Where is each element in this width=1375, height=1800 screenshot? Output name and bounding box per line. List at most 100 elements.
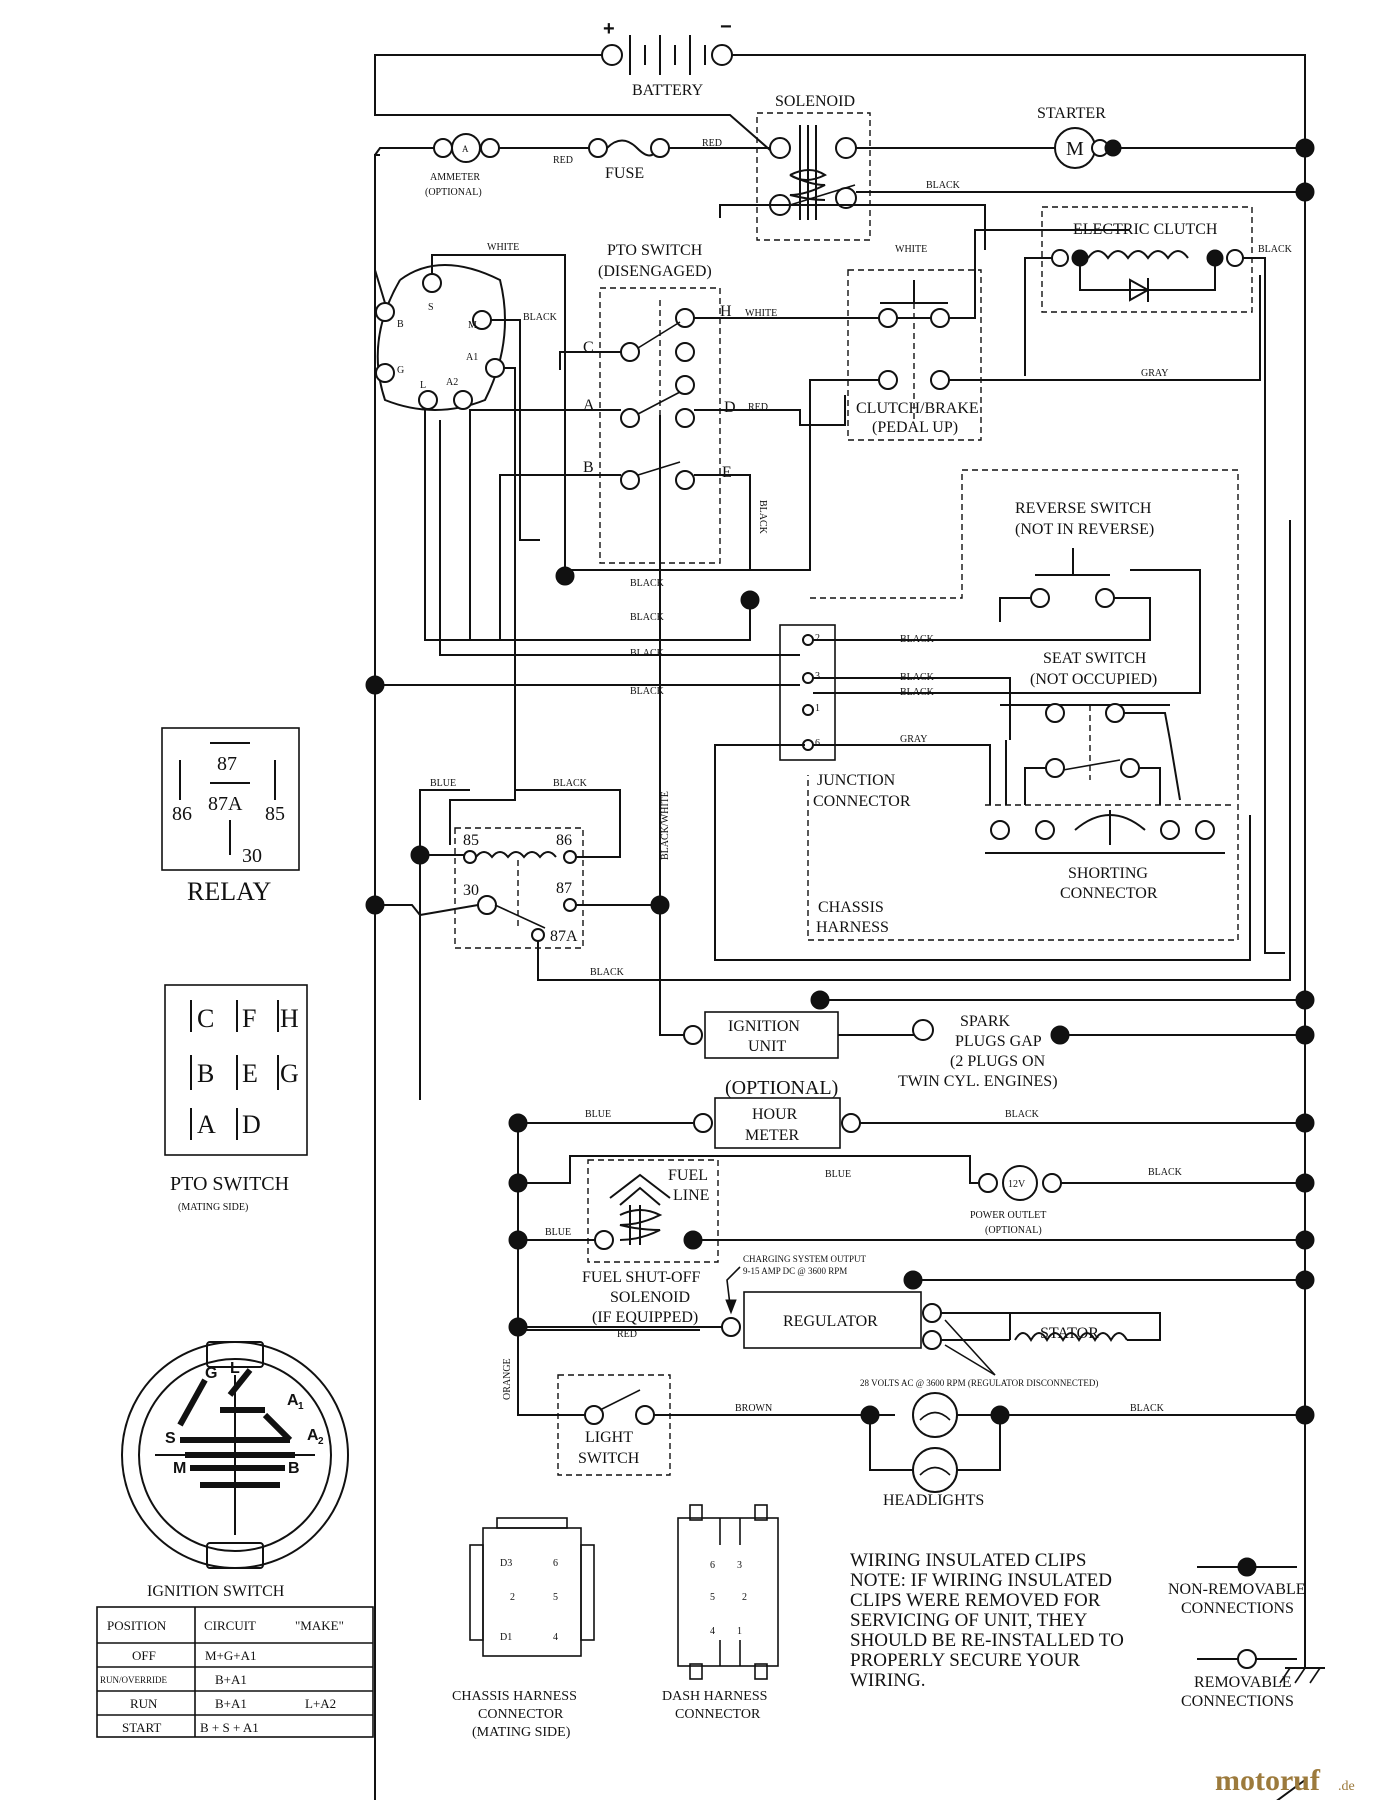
ign-row-circuit: B+A1 [215, 1696, 247, 1711]
relay-pin-87a: 87A [208, 793, 243, 815]
ign-face-a2: A [307, 1427, 319, 1444]
wire-label-white-2: WHITE [745, 308, 777, 319]
wire-label-blue-po: BLUE [825, 1169, 851, 1180]
ign-face-a1: A [287, 1392, 299, 1409]
terminal-s: S [428, 302, 434, 313]
power-outlet-sub: (OPTIONAL) [985, 1225, 1042, 1236]
note-l5: SHOULD BE RE-INSTALLED TO [850, 1630, 1124, 1651]
charging-l1: CHARGING SYSTEM OUTPUT [743, 1254, 867, 1264]
chassis-harness-label: CHASSIS [818, 899, 884, 916]
stator-label: STATOR [1040, 1325, 1099, 1342]
legend-non-removable2: CONNECTIONS [1181, 1600, 1294, 1617]
junction-pin-2: 2 [815, 633, 820, 644]
battery: + − BATTERY [601, 16, 733, 99]
wire-label-blue-fs: BLUE [545, 1227, 571, 1238]
wire-label-black-bus3: BLACK [630, 648, 665, 659]
reverse-switch-sub: (NOT IN REVERSE) [1015, 521, 1154, 538]
chassis-connector-l2: CONNECTOR [478, 1707, 564, 1722]
wire-label-black-white: BLACK/WHITE [660, 791, 671, 860]
fuse-label: FUSE [605, 165, 644, 182]
note-l3: CLIPS WERE REMOVED FOR [850, 1590, 1101, 1611]
pto-switch-label: PTO SWITCH [607, 242, 703, 259]
relay-pin-30: 30 [242, 845, 262, 867]
wire-label-gray-1: GRAY [1141, 368, 1168, 379]
ign-row-position: RUN/OVERRIDE [100, 1675, 168, 1685]
ignition-terminal-block: B S M A1 G L A2 WHITE BLACK [374, 242, 566, 845]
hour-meter-label: HOUR [752, 1106, 798, 1123]
junction-pin-3: 3 [815, 671, 820, 682]
ignition-unit-label: IGNITION [728, 1018, 800, 1035]
shorting-label2: CONNECTOR [1060, 885, 1158, 902]
pto-pin-c: C [583, 339, 594, 356]
ign-face-b: B [288, 1460, 300, 1477]
ign-row-position: RUN [130, 1696, 158, 1711]
wire-label-red-1: RED [553, 155, 573, 166]
chassis-pin-6: 6 [553, 1558, 558, 1569]
wire-label-black-1: BLACK [926, 180, 961, 191]
chassis-connector-l1: CHASSIS HARNESS [452, 1689, 577, 1704]
fuel-solenoid-l3: (IF EQUIPPED) [592, 1309, 698, 1326]
junction-pin-6: 6 [815, 738, 820, 749]
ign-row-circuit: B + S + A1 [200, 1720, 259, 1735]
wire-label-black-bus4: BLACK [630, 686, 665, 697]
pto-mating-sub: (MATING SIDE) [178, 1202, 248, 1213]
wire-label-black-e: BLACK [757, 500, 768, 535]
light-switch: ORANGE LIGHT SWITCH BROWN [502, 1327, 895, 1476]
pto-mating-b: B [197, 1059, 214, 1088]
ammeter-symbol: A [462, 144, 469, 154]
seat-switch-label: SEAT SWITCH [1043, 650, 1147, 667]
chassis-pin-d3: D3 [500, 1558, 512, 1569]
relay-pin-85: 85 [265, 803, 285, 825]
pto-mating-c: C [197, 1004, 214, 1033]
electric-clutch-label: ELECTRIC CLUTCH [1073, 221, 1218, 238]
spark-l1: SPARK [960, 1013, 1011, 1030]
ignition-switch-face: G L A 1 A 2 S M B IGNITION SWITCH [121, 1341, 349, 1600]
ign-table-header-circuit: CIRCUIT [204, 1618, 256, 1633]
fuel-line-label: LINE [673, 1187, 709, 1204]
wire-label-blue-relay: BLUE [430, 778, 456, 789]
wire-label-black-hm: BLACK [1005, 1109, 1040, 1120]
ign-row-circuit: M+G+A1 [205, 1648, 257, 1663]
ign-row-extra: L+A2 [305, 1696, 336, 1711]
wire-label-black-relay: BLACK [553, 778, 588, 789]
ign-face-m: M [173, 1460, 186, 1477]
solenoid-label: SOLENOID [775, 93, 855, 110]
terminal-a2: A2 [446, 377, 458, 388]
ignition-switch-title: IGNITION SWITCH [147, 1583, 285, 1600]
ignition-unit: IGNITION UNIT SPARK PLUGS GAP (2 PLUGS O… [659, 905, 1315, 1090]
relay-legend: 87 87A 86 85 30 RELAY [161, 727, 300, 906]
light-switch-label: LIGHT [585, 1429, 633, 1446]
dash-pin-3: 3 [737, 1560, 742, 1571]
fuel-solenoid-l1: FUEL SHUT-OFF [582, 1269, 701, 1286]
pto-pin-b: B [583, 459, 594, 476]
pto-mating-title: PTO SWITCH [170, 1173, 289, 1195]
ign-row-position: START [122, 1720, 161, 1735]
terminal-l: L [420, 380, 426, 391]
wiring-clips-note: WIRING INSULATED CLIPS NOTE: IF WIRING I… [850, 1550, 1124, 1691]
relay-inline: 85 86 30 87 87A BLUE BLACK BLACK/WHITE B… [365, 415, 1291, 1100]
ign-table-header-make: "MAKE" [295, 1618, 344, 1633]
ign-row-position: OFF [132, 1648, 156, 1663]
hour-meter-label2: METER [745, 1127, 800, 1144]
relay-inline-87: 87 [556, 880, 572, 897]
spark-l3: (2 PLUGS ON [950, 1053, 1046, 1070]
pto-pin-a: A [583, 397, 595, 414]
wire-label-white-1: WHITE [487, 242, 519, 253]
wire-label-orange: ORANGE [502, 1358, 513, 1400]
starter: STARTER M [856, 105, 1315, 169]
reverse-switch-label: REVERSE SWITCH [1015, 500, 1152, 517]
regulator: CHARGING SYSTEM OUTPUT 9-15 AMP DC @ 360… [508, 1254, 1315, 1388]
dash-pin-2: 2 [742, 1592, 747, 1603]
hour-meter-sub: (OPTIONAL) [725, 1077, 838, 1099]
legend-removable: REMOVABLE [1194, 1674, 1292, 1691]
wire-label-brown: BROWN [735, 1403, 772, 1414]
wire-label-black-clutch: BLACK [1258, 244, 1293, 255]
wire-label-red-2: RED [702, 138, 722, 149]
relay-inline-86: 86 [556, 832, 572, 849]
pto-mating-h: H [280, 1004, 299, 1033]
pto-pin-h: H [720, 303, 732, 320]
chassis-connector-l3: (MATING SIDE) [472, 1725, 571, 1740]
watermark-suffix: .de [1338, 1779, 1355, 1794]
chassis-harness-zone: CHASSIS HARNESS [807, 469, 1239, 941]
